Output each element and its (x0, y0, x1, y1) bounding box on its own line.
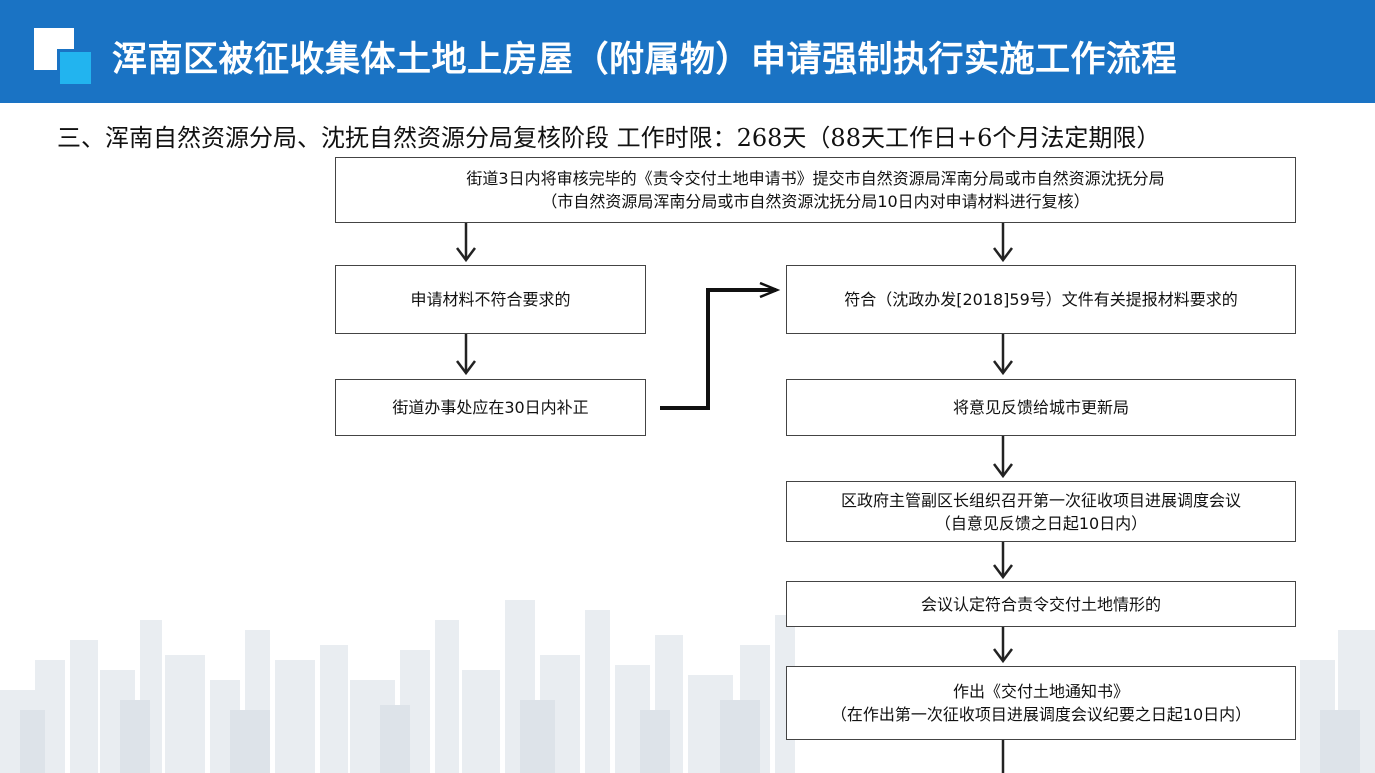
header-bar: 浑南区被征收集体土地上房屋（附属物）申请强制执行实施工作流程 (0, 0, 1375, 103)
feedback-box: 将意见反馈给城市更新局 (786, 379, 1296, 436)
compliant-materials-text: 符合（沈政办发[2018]59号）文件有关提报材料要求的 (844, 290, 1238, 309)
correction-box: 街道办事处应在30日内补正 (335, 379, 646, 436)
meeting-note: （自意见反馈之日起10日内） (934, 513, 1148, 533)
page-title: 浑南区被征收集体土地上房屋（附属物）申请强制执行实施工作流程 (112, 40, 1178, 80)
meeting-text: 区政府主管副区长组织召开第一次征收项目进展调度会议 (840, 490, 1241, 510)
noncompliant-materials-text: 申请材料不符合要求的 (410, 290, 571, 309)
section-subtitle: 三、浑南自然资源分局、沈抚自然资源分局复核阶段 工作时限：268天（88天工作日… (57, 124, 1161, 152)
notice-note: （在作出第一次征收项目进展调度会议纪要之日起10日内） (830, 705, 1252, 724)
city-skyline-background (0, 600, 1375, 773)
feedback-text: 将意见反馈给城市更新局 (952, 398, 1129, 417)
logo-square-blue (57, 49, 91, 84)
decision-text: 会议认定符合责令交付土地情形的 (920, 594, 1161, 614)
notice-text: 作出《交付土地通知书》 (952, 682, 1129, 701)
decision-box: 会议认定符合责令交付土地情形的 (786, 581, 1296, 627)
submit-application-text: 街道3日内将审核完毕的《责令交付土地申请书》提交市自然资源局浑南分局或市自然资源… (466, 169, 1165, 188)
noncompliant-materials-box: 申请材料不符合要求的 (335, 265, 646, 334)
correction-text: 街道办事处应在30日内补正 (392, 398, 589, 417)
notice-box: 作出《交付土地通知书》 （在作出第一次征收项目进展调度会议纪要之日起10日内） (786, 666, 1296, 740)
compliant-materials-box: 符合（沈政办发[2018]59号）文件有关提报材料要求的 (786, 265, 1296, 334)
submit-application-box: 街道3日内将审核完毕的《责令交付土地申请书》提交市自然资源局浑南分局或市自然资源… (335, 157, 1296, 223)
submit-application-note: （市自然资源局浑南分局或市自然资源沈抚分局10日内对申请材料进行复核） (541, 192, 1090, 211)
meeting-box: 区政府主管副区长组织召开第一次征收项目进展调度会议 （自意见反馈之日起10日内） (786, 481, 1296, 542)
